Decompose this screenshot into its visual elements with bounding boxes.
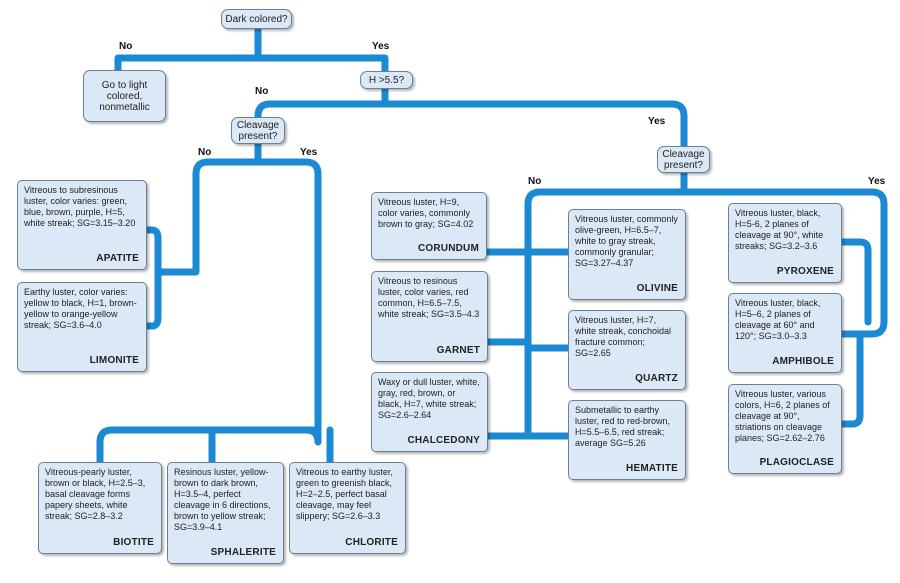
mineral-box-pyroxene: Vitreous luster, black, H=5-6, 2 planes … [728,203,842,283]
mineral-box-sphalerite: Resinous luster, yellow-brown to dark br… [167,462,284,564]
mineral-name: PLAGIOCLASE [759,457,834,468]
cleavage-right-no-label: No [528,176,542,187]
cleavage-question-left: Cleavage present? [231,117,285,144]
cleavage-left-no-label: No [198,147,212,158]
mineral-description: Vitreous luster, H=9, color varies, comm… [378,197,474,229]
mineral-description: Submetallic to earthy luster, red to red… [575,405,671,448]
mineral-name: CHALCEDONY [407,435,480,446]
mineral-name: LIMONITE [89,355,139,366]
mineral-box-garnet: Vitreous to resinous luster, color varie… [371,271,488,362]
hardness-no-label: No [255,86,269,97]
mineral-description: Vitreous-pearly luster, brown or black, … [45,467,146,521]
light-colored-node: Go to light colored, nonmetallic [83,70,166,122]
dark-yes-label: Yes [372,41,390,52]
mineral-description: Vitreous to earthy luster, green to gree… [296,467,393,521]
mineral-box-chlorite: Vitreous to earthy luster, green to gree… [289,462,406,554]
mineral-box-plagioclase: Vitreous luster, various colors, H=6, 2 … [728,384,842,474]
mineral-box-quartz: Vitreous luster, H=7, white streak, conc… [568,310,686,390]
dark-no-label: No [119,41,133,52]
mineral-description: Vitreous luster, black, H=5-6, 2 planes … [735,208,824,251]
dark-colored-question: Dark colored? [221,9,292,29]
mineral-box-amphibole: Vitreous luster, black, H=5–6, 2 planes … [728,293,842,373]
mineral-name: OLIVINE [636,283,678,294]
mineral-name: AMPHIBOLE [772,356,834,367]
mineral-name: HEMATITE [626,463,678,474]
mineral-description: Vitreous luster, commonly olive-green, H… [575,214,678,268]
cleavage-right-yes-label: Yes [868,176,886,187]
mineral-description: Resinous luster, yellow-brown to dark br… [174,467,271,532]
mineral-name: CORUNDUM [417,243,479,254]
mineral-box-olivine: Vitreous luster, commonly olive-green, H… [568,209,686,300]
mineral-box-limonite: Earthy luster, color varies: yellow to b… [17,282,147,372]
mineral-description: Vitreous to resinous luster, color varie… [378,276,480,319]
mineral-description: Earthy luster, color varies: yellow to b… [24,287,137,330]
mineral-description: Vitreous luster, various colors, H=6, 2 … [735,389,830,443]
mineral-name: CHLORITE [345,537,398,548]
mineral-box-hematite: Submetallic to earthy luster, red to red… [568,400,686,480]
cleavage-question-right: Cleavage present? [657,146,710,173]
hardness-question: H >5.5? [360,71,413,89]
mineral-name: BIOTITE [113,537,154,548]
hardness-yes-label: Yes [648,116,666,127]
mineral-box-apatite: Vitreous to subresinous luster, color va… [17,180,147,270]
mineral-box-biotite: Vitreous-pearly luster, brown or black, … [38,462,162,554]
mineral-name: QUARTZ [635,373,678,384]
mineral-name: SPHALERITE [210,547,276,558]
mineral-box-chalcedony: Waxy or dull luster, white, gray, red, b… [371,372,488,452]
mineral-description: Vitreous luster, black, H=5–6, 2 planes … [735,298,821,341]
mineral-description: Waxy or dull luster, white, gray, red, b… [378,377,480,420]
mineral-name: APATITE [96,253,139,264]
mineral-description: Vitreous luster, H=7, white streak, conc… [575,315,672,358]
mineral-name: GARNET [436,345,480,356]
mineral-description: Vitreous to subresinous luster, color va… [24,185,136,228]
mineral-name: PYROXENE [776,266,834,277]
mineral-box-corundum: Vitreous luster, H=9, color varies, comm… [371,192,487,260]
cleavage-left-yes-label: Yes [300,147,318,158]
